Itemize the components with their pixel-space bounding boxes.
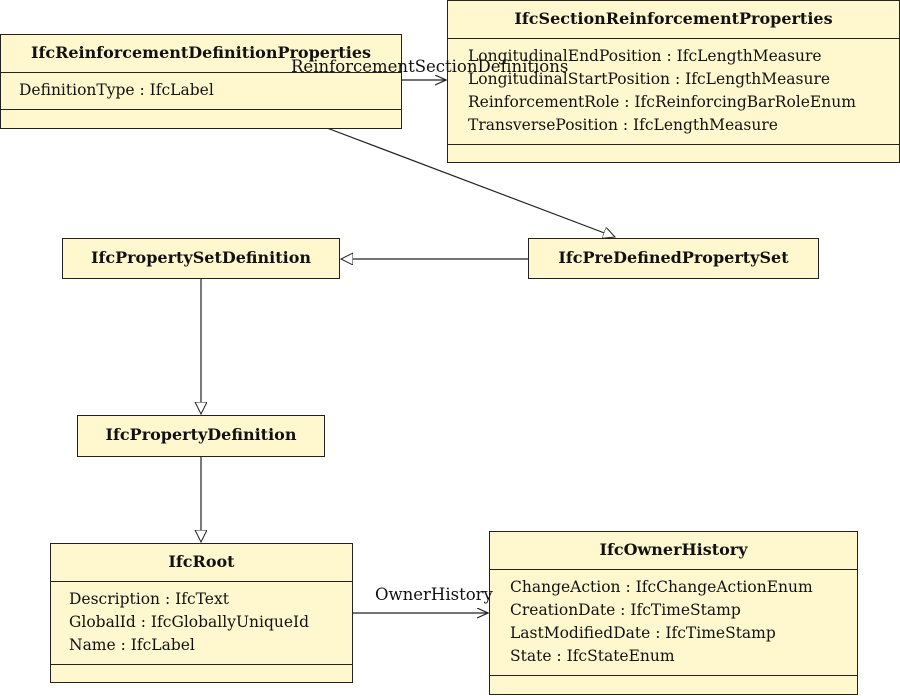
attribute: LongitudinalEndPosition : IfcLengthMeasu…: [468, 47, 822, 65]
class-attributes: ChangeAction : IfcChangeActionEnum Creat…: [490, 569, 857, 675]
class-attributes: DefinitionType : IfcLabel: [1, 72, 401, 109]
class-operations: [51, 664, 352, 684]
class-name: IfcPreDefinedPropertySet: [558, 248, 789, 267]
class-name: IfcPropertySetDefinition: [90, 248, 312, 267]
class-operations: [490, 675, 857, 696]
attribute: Name : IfcLabel: [69, 636, 195, 654]
class-ifc-owner-history[interactable]: IfcOwnerHistory ChangeAction : IfcChange…: [489, 531, 858, 695]
class-ifc-reinforcement-definition-properties[interactable]: IfcReinforcementDefinitionProperties Def…: [0, 34, 402, 129]
class-attributes: Description : IfcText GlobalId : IfcGlob…: [51, 581, 352, 664]
generalization-reinforcement-to-predefined: [326, 127, 615, 237]
class-ifc-predefined-property-set[interactable]: IfcPreDefinedPropertySet: [528, 238, 819, 279]
attribute: LastModifiedDate : IfcTimeStamp: [510, 624, 776, 642]
attribute: Description : IfcText: [69, 590, 229, 608]
association-label-reinforcement-section-definitions: ReinforcementSectionDefinitions: [291, 57, 569, 76]
class-operations: [448, 144, 899, 164]
association-label-owner-history: OwnerHistory: [375, 585, 493, 604]
class-ifc-property-definition[interactable]: IfcPropertyDefinition: [77, 415, 325, 457]
attribute: CreationDate : IfcTimeStamp: [510, 601, 741, 619]
class-ifc-root[interactable]: IfcRoot Description : IfcText GlobalId :…: [50, 543, 353, 683]
class-attributes: LongitudinalEndPosition : IfcLengthMeasu…: [448, 38, 899, 144]
attribute: GlobalId : IfcGloballyUniqueId: [69, 613, 310, 631]
class-name: IfcReinforcementDefinitionProperties: [30, 43, 372, 62]
class-ifc-section-reinforcement-properties[interactable]: IfcSectionReinforcementProperties Longit…: [447, 0, 900, 163]
attribute: DefinitionType : IfcLabel: [19, 81, 214, 99]
class-name: IfcPropertyDefinition: [105, 425, 297, 444]
class-name: IfcSectionReinforcementProperties: [514, 9, 833, 28]
attribute: LongitudinalStartPosition : IfcLengthMea…: [468, 70, 831, 88]
attribute: TransversePosition : IfcLengthMeasure: [468, 116, 778, 134]
class-name: IfcRoot: [168, 552, 235, 571]
attribute: State : IfcStateEnum: [510, 647, 675, 665]
attribute: ChangeAction : IfcChangeActionEnum: [510, 578, 813, 596]
class-operations: [1, 109, 401, 126]
class-name: IfcOwnerHistory: [599, 540, 748, 559]
attribute: ReinforcementRole : IfcReinforcingBarRol…: [468, 93, 856, 111]
class-ifc-property-set-definition[interactable]: IfcPropertySetDefinition: [62, 238, 340, 279]
